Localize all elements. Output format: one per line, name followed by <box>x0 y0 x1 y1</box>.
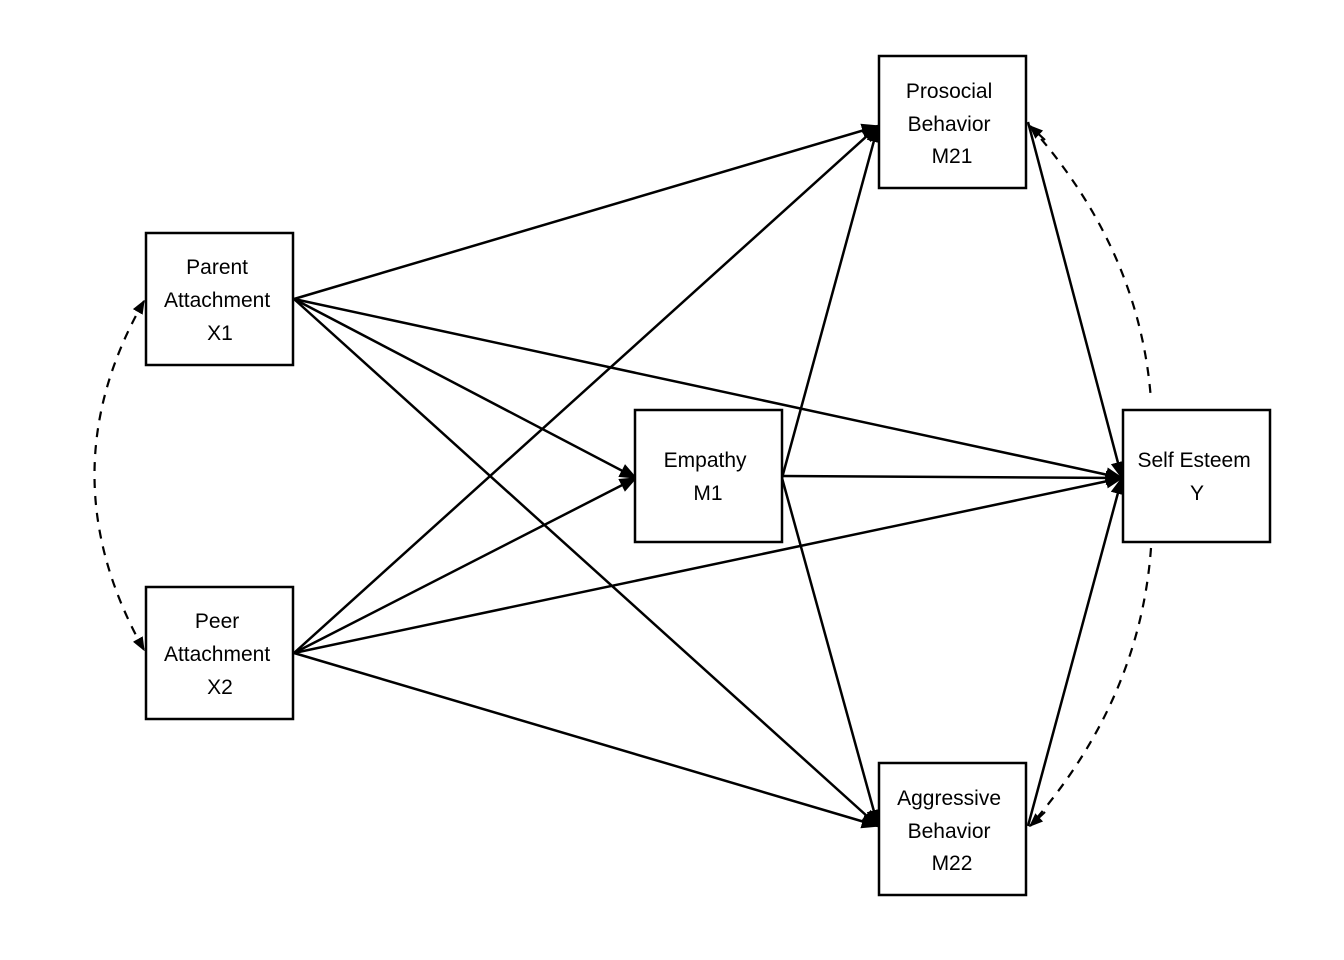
node-box <box>144 585 295 721</box>
covariance-m21-y <box>1029 125 1153 401</box>
path-x1-to-y <box>293 297 1124 482</box>
svg-text:Empathy M1: Empathy M1 <box>664 449 753 505</box>
node-label-line: Attachment <box>164 643 270 666</box>
path-x1-to-m21 <box>293 123 880 301</box>
svg-text:Self Esteem Y: Self Esteem Y <box>1137 449 1256 505</box>
svg-text:Peer Attachment: Peer Attachment X2 <box>164 610 276 699</box>
path-m1-to-m22 <box>780 477 881 828</box>
path-x2-to-m22 <box>293 651 880 829</box>
node-parent-attachment-x1: Parent Attachment X1 <box>144 231 295 367</box>
covariance-m21-y-head <box>1028 125 1046 141</box>
node-box <box>877 54 1028 190</box>
path-x2-to-y <box>293 474 1124 655</box>
node-label-line: Self Esteem <box>1137 449 1250 472</box>
node-label-line: Parent <box>186 256 248 279</box>
covariance-x1-x2 <box>93 299 145 652</box>
node-box <box>633 408 784 544</box>
node-label-line: Attachment <box>164 289 270 312</box>
node-label-line: Behavior <box>908 113 991 136</box>
path-x2-to-m1 <box>293 476 638 655</box>
path-x1-to-m22 <box>293 298 880 828</box>
node-label-line: Aggressive <box>897 787 1001 810</box>
node-box <box>144 231 295 367</box>
path-x1-to-m1 <box>293 297 638 480</box>
node-label-line: Y <box>1190 482 1204 505</box>
svg-text:Prosocial Behavior: Prosocial Behavior M21 <box>906 80 998 168</box>
node-box <box>1121 408 1272 544</box>
regression-paths <box>293 121 1125 829</box>
node-label-line: Prosocial <box>906 80 992 103</box>
node-label-line: X1 <box>207 322 233 345</box>
covariance-m22-y <box>1029 547 1153 827</box>
svg-text:Aggressive Behavior: Aggressive Behavior M22 <box>897 787 1007 875</box>
covariance-m22-y-head <box>1028 811 1046 827</box>
path-m1-to-m21 <box>780 124 881 479</box>
node-label-line: M21 <box>932 145 973 168</box>
node-peer-attachment-x2: Peer Attachment X2 <box>144 585 295 721</box>
node-self-esteem-y: Self Esteem Y <box>1121 408 1272 544</box>
node-prosocial-behavior-m21: Prosocial Behavior M21 <box>877 54 1028 190</box>
path-m22-to-y <box>1026 476 1125 827</box>
node-label-line: Empathy <box>664 449 747 472</box>
variable-nodes: Parent Attachment X1 Peer Attachment X2 … <box>144 54 1272 897</box>
path-m21-to-y <box>1026 121 1125 480</box>
node-label-line: Behavior <box>908 820 991 843</box>
node-label-line: M1 <box>693 482 722 505</box>
node-empathy-m1: Empathy M1 <box>633 408 784 544</box>
node-label-line: X2 <box>207 676 233 699</box>
path-m1-to-y <box>781 470 1124 486</box>
node-label-line: Peer <box>195 610 239 633</box>
node-box <box>877 761 1028 897</box>
node-label-line: M22 <box>932 852 973 875</box>
svg-text:Parent Attachment: Parent Attachment X1 <box>164 256 276 345</box>
node-aggressive-behavior-m22: Aggressive Behavior M22 <box>877 761 1028 897</box>
path-x2-to-m21 <box>293 124 880 654</box>
covariance-layer <box>93 125 1153 827</box>
